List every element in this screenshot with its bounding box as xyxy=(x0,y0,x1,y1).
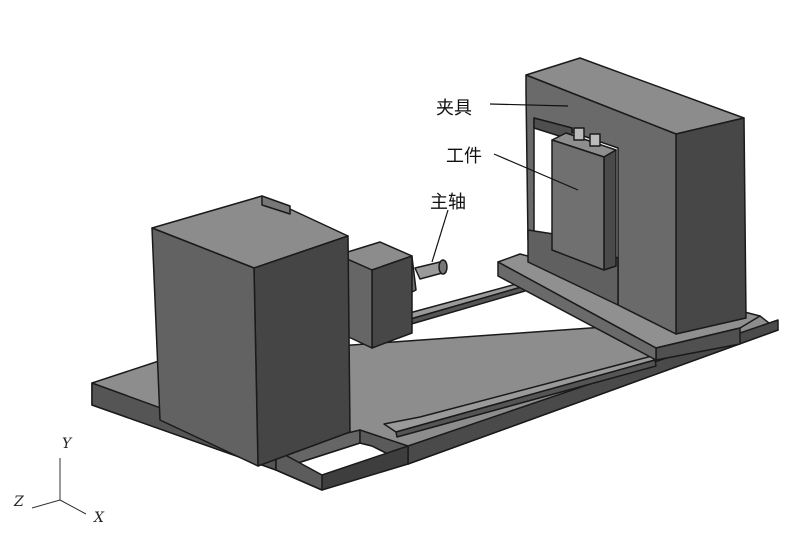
guide-rail-back xyxy=(401,282,526,326)
z-axis-label: Z xyxy=(14,494,24,510)
workpiece xyxy=(551,127,617,271)
fixture-label: 夹具 xyxy=(436,98,472,119)
x-axis-label: X xyxy=(94,510,104,526)
fixture xyxy=(525,57,747,335)
spindle-leader-line xyxy=(431,209,449,263)
column xyxy=(151,195,351,467)
x-axis-line xyxy=(59,499,87,515)
axis-triad xyxy=(31,458,87,515)
z-axis-line xyxy=(31,499,61,509)
workpiece-leader-line xyxy=(493,153,579,191)
fixture-leader-line xyxy=(489,103,569,107)
y-axis-label: Y xyxy=(62,436,72,452)
workpiece-label: 工件 xyxy=(446,146,482,167)
guide-rail-front xyxy=(383,355,657,438)
spindle-label: 主轴 xyxy=(430,192,466,213)
